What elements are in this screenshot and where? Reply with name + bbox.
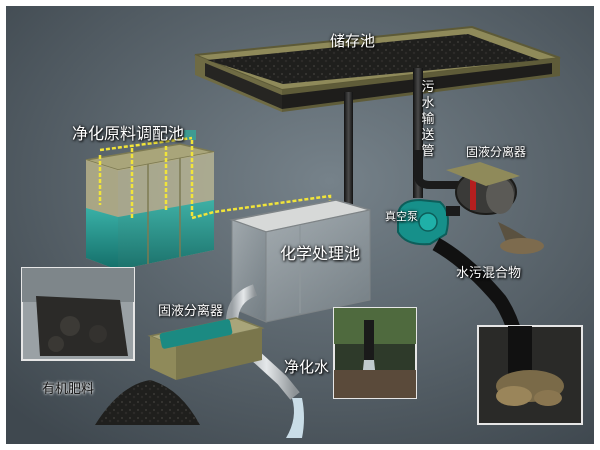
water-stream <box>286 398 304 438</box>
chemical-tank-side <box>265 209 371 323</box>
dosing-header <box>99 136 193 152</box>
chemical-tank <box>229 199 371 323</box>
fertilizer-photo <box>21 267 135 361</box>
label-purified-water: 净化水 <box>284 358 330 376</box>
separator-right-base <box>446 162 520 186</box>
mixing-tank-water-front <box>86 208 118 270</box>
pump-hub <box>418 212 438 232</box>
storage-tank-sludge-front <box>205 63 282 109</box>
separator-left-side <box>176 328 262 380</box>
mixing-tank-water-side <box>118 200 214 270</box>
separator-right-band <box>470 176 476 210</box>
separator-left <box>147 317 265 380</box>
mixture-photo <box>477 325 583 425</box>
label-mixing-tank: 净化原料调配池 <box>72 124 185 143</box>
label-separator-right: 固液分离器 <box>466 145 527 159</box>
separator-right-end <box>486 178 514 214</box>
label-storage-tank: 储存池 <box>330 32 376 50</box>
mixing-tank <box>85 130 215 270</box>
storage-outlet-pipe <box>344 92 353 210</box>
dosing-line <box>98 140 332 220</box>
label-mixture: 水污混合物 <box>456 266 522 281</box>
solids-pile <box>500 238 544 254</box>
label-chemical-tank: 化学处理池 <box>280 244 361 263</box>
purified-water-photo <box>333 307 417 399</box>
label-vacuum-pump: 真空泵 <box>385 210 418 223</box>
mixing-motor <box>184 130 196 140</box>
sewage-transport-pipe <box>413 68 423 198</box>
storage-tank-sludge <box>207 34 540 84</box>
separator-right <box>446 162 520 215</box>
label-fertilizer: 有机肥料 <box>42 382 95 397</box>
separator-left-screen <box>159 319 233 349</box>
fertilizer-pile <box>95 380 200 425</box>
pump-outlet <box>446 206 460 216</box>
vacuum-pump <box>397 198 460 246</box>
sewage-pipe-bend <box>414 150 470 189</box>
label-separator-left: 固液分离器 <box>158 304 224 319</box>
label-sewage-pipe: 污水输送管 <box>421 80 435 159</box>
